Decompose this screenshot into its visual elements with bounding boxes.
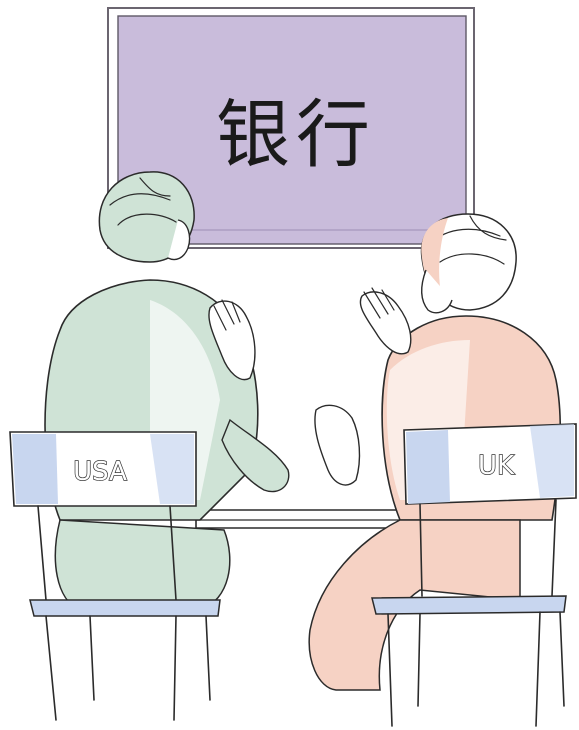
chair-usa-label: USA — [73, 457, 127, 487]
chair-uk-seat — [371, 595, 567, 615]
chair-usa: USA — [9, 431, 221, 721]
usa-hand — [208, 300, 256, 381]
chair-usa-seat — [29, 599, 221, 617]
sign-text: 银行 — [216, 92, 376, 178]
chair-uk-label: UK — [478, 451, 515, 481]
usa-hair — [98, 171, 195, 263]
usa-face — [167, 219, 191, 261]
uk-hand — [359, 291, 412, 355]
uk-face — [421, 269, 453, 314]
chair-uk: UK — [371, 423, 577, 727]
